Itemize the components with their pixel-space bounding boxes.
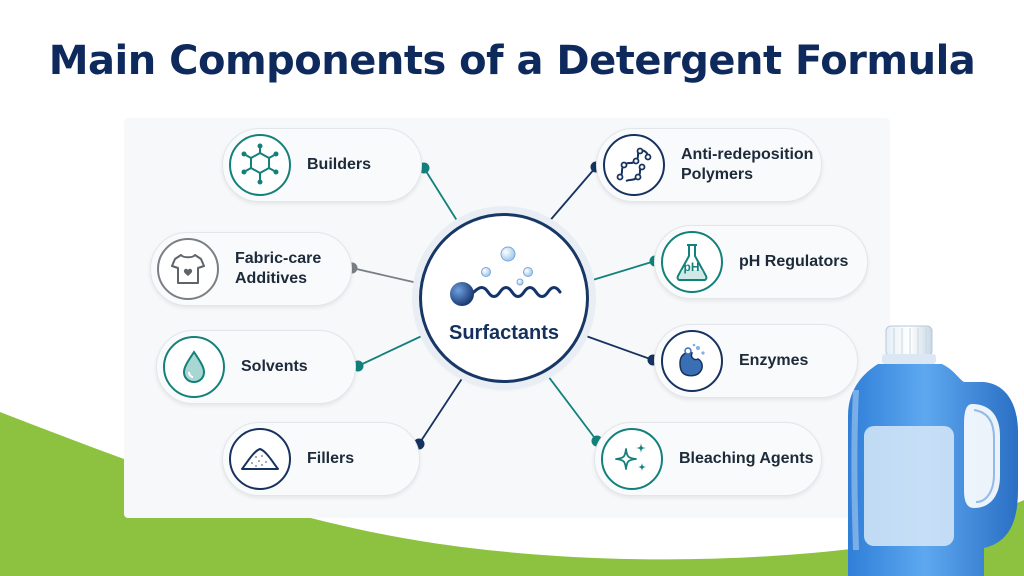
surfactant-molecule-icon [450,246,562,306]
component-label: Fillers [307,450,355,467]
component-card-solvents: Solvents [156,330,356,404]
component-label: Fabric-care Additives [235,250,322,287]
component-card-builders: Builders [222,128,422,202]
component-label: Builders [307,156,372,173]
molecule-network-icon [229,134,291,196]
component-card-bleaching-agents: Bleaching Agents [594,422,822,496]
water-drop-icon [163,336,225,398]
enzyme-icon [661,330,723,392]
component-label: pH Regulators [739,253,849,270]
component-label: Enzymes [739,352,809,369]
component-card-fillers: Fillers [222,422,420,496]
detergent-bottle-image [848,325,1018,576]
sparkle-icon [601,428,663,490]
component-label: Solvents [241,358,308,375]
component-card-fabric-care-additives: Fabric-care Additives [150,232,352,306]
tshirt-heart-icon [157,238,219,300]
component-card-anti-redeposition-polymers: Anti-redeposition Polymers [596,128,822,202]
component-card-ph-regulators: pH pH Regulators [654,225,868,299]
page-title: Main Components of a Detergent Formula [48,38,976,84]
component-card-enzymes: Enzymes [654,324,858,398]
powder-pile-icon [229,428,291,490]
polymer-chain-icon [603,134,665,196]
ph-text: pH [683,260,700,274]
surfactants-label: Surfactants [448,322,560,344]
flask-ph-icon: pH [661,231,723,293]
component-label: Bleaching Agents [679,450,814,467]
component-label: Anti-redeposition Polymers [681,146,814,183]
surfactants-hub: Surfactants [419,213,589,383]
